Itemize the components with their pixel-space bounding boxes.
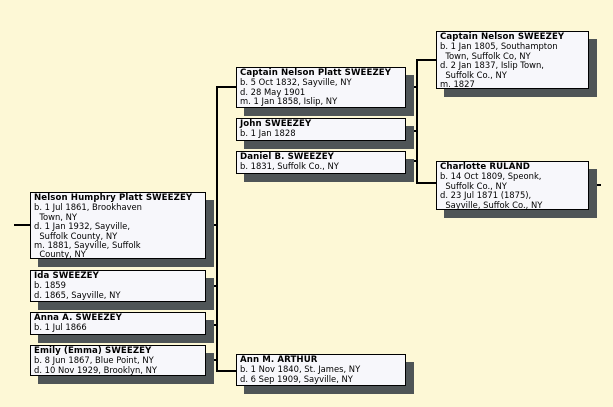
person-fact: b. 1859 (34, 280, 66, 291)
person-box-father-sibling-daniel[interactable]: Daniel B. SWEEZEY b. 1831, Suffolk Co., … (236, 151, 406, 174)
person-fact: b. 5 Oct 1832, Sayville, NY (240, 77, 352, 88)
person-fact: Suffolk Co., NY (440, 180, 507, 191)
bracket-to-grandfather-connector (416, 59, 437, 61)
person-box-sibling-emily[interactable]: Emily (Emma) SWEEZEY b. 8 Jun 1867, Blue… (30, 345, 206, 376)
person-fact: b. 1 Nov 1840, St. James, NY (240, 364, 361, 375)
anna-connector (206, 324, 217, 326)
person-fact: m. 1881, Sayville, Suffolk (34, 240, 141, 251)
person-box-root[interactable]: Nelson Humphry Platt SWEEZEY b. 1 Jul 18… (30, 192, 206, 259)
person-box-sibling-anna[interactable]: Anna A. SWEEZEY b. 1 Jul 1866 (30, 312, 206, 335)
daniel-connector (406, 160, 417, 162)
person-fact: County, NY (34, 249, 86, 260)
bracket-to-grandmother-connector (416, 182, 437, 184)
ida-connector (206, 285, 217, 287)
person-fact: Suffolk Co., NY (440, 69, 507, 80)
person-name: Daniel B. SWEEZEY (240, 152, 335, 162)
person-box-father-sibling-john[interactable]: John SWEEZEY b. 1 Jan 1828 (236, 118, 406, 141)
emily-connector (206, 359, 217, 361)
mother-right-connector (406, 368, 412, 370)
children-bracket-vertical (216, 86, 218, 372)
person-fact: d. 1 Jan 1932, Sayville, (34, 221, 130, 232)
person-name: Anna A. SWEEZEY (34, 313, 122, 323)
person-fact: d. 1865, Sayville, NY (34, 289, 121, 300)
person-fact: Sayville, Suffok Co., NY (440, 199, 543, 210)
person-fact: b. 1 Jan 1805, Southampton (440, 41, 558, 52)
person-name: Nelson Humphry Platt SWEEZEY (34, 193, 193, 203)
person-fact: b. 8 Jun 1867, Blue Point, NY (34, 355, 154, 366)
person-fact: b. 1 Jan 1828 (240, 128, 296, 139)
person-name: Captain Nelson Platt SWEEZEY (240, 68, 392, 78)
person-fact: b. 14 Oct 1809, Speonk, (440, 171, 542, 182)
person-box-sibling-ida[interactable]: Ida SWEEZEY b. 1859 d. 1865, Sayville, N… (30, 270, 206, 302)
person-box-paternal-grandmother[interactable]: Charlotte RULAND b. 14 Oct 1809, Speonk,… (436, 161, 589, 210)
person-box-paternal-grandfather[interactable]: Captain Nelson SWEEZEY b. 1 Jan 1805, So… (436, 31, 589, 89)
person-fact: Town, NY (34, 211, 78, 222)
root-to-bracket-connector (206, 224, 217, 226)
person-name: John SWEEZEY (240, 119, 312, 129)
person-fact: b. 1 Jul 1861, Brookhaven (34, 202, 142, 213)
grandmother-right-connector (589, 184, 601, 186)
person-fact: m. 1827 (440, 79, 475, 90)
person-name: Charlotte RULAND (440, 162, 530, 172)
bracket-to-mother-connector (216, 370, 237, 372)
person-box-mother[interactable]: Ann M. ARTHUR b. 1 Nov 1840, St. James, … (236, 354, 406, 386)
person-box-father[interactable]: Captain Nelson Platt SWEEZEY b. 5 Oct 18… (236, 67, 406, 108)
john-connector (406, 130, 417, 132)
person-fact: d. 23 Jul 1871 (1875), (440, 190, 532, 201)
person-name: Ann M. ARTHUR (240, 355, 318, 365)
person-name: Emily (Emma) SWEEZEY (34, 346, 152, 356)
bracket-to-father-connector (216, 86, 237, 88)
person-fact: m. 1 Jan 1858, Islip, NY (240, 96, 338, 107)
person-fact: Suffolk County, NY (34, 230, 118, 241)
person-name: Ida SWEEZEY (34, 271, 99, 281)
person-fact: d. 6 Sep 1909, Sayville, NY (240, 373, 353, 384)
person-name: Captain Nelson SWEEZEY (440, 32, 565, 42)
root-left-connector (14, 224, 31, 226)
person-fact: d. 28 May 1901 (240, 86, 306, 97)
parents-bracket-vertical (416, 59, 418, 183)
father-to-bracket-connector (406, 86, 417, 88)
person-fact: d. 2 Jan 1837, Islip Town, (440, 60, 544, 71)
person-fact: d. 10 Nov 1929, Brooklyn, NY (34, 364, 158, 375)
person-fact: Town, Suffolk Co, NY (440, 50, 531, 61)
person-fact: b. 1831, Suffolk Co., NY (240, 161, 339, 172)
person-fact: b. 1 Jul 1866 (34, 322, 87, 333)
